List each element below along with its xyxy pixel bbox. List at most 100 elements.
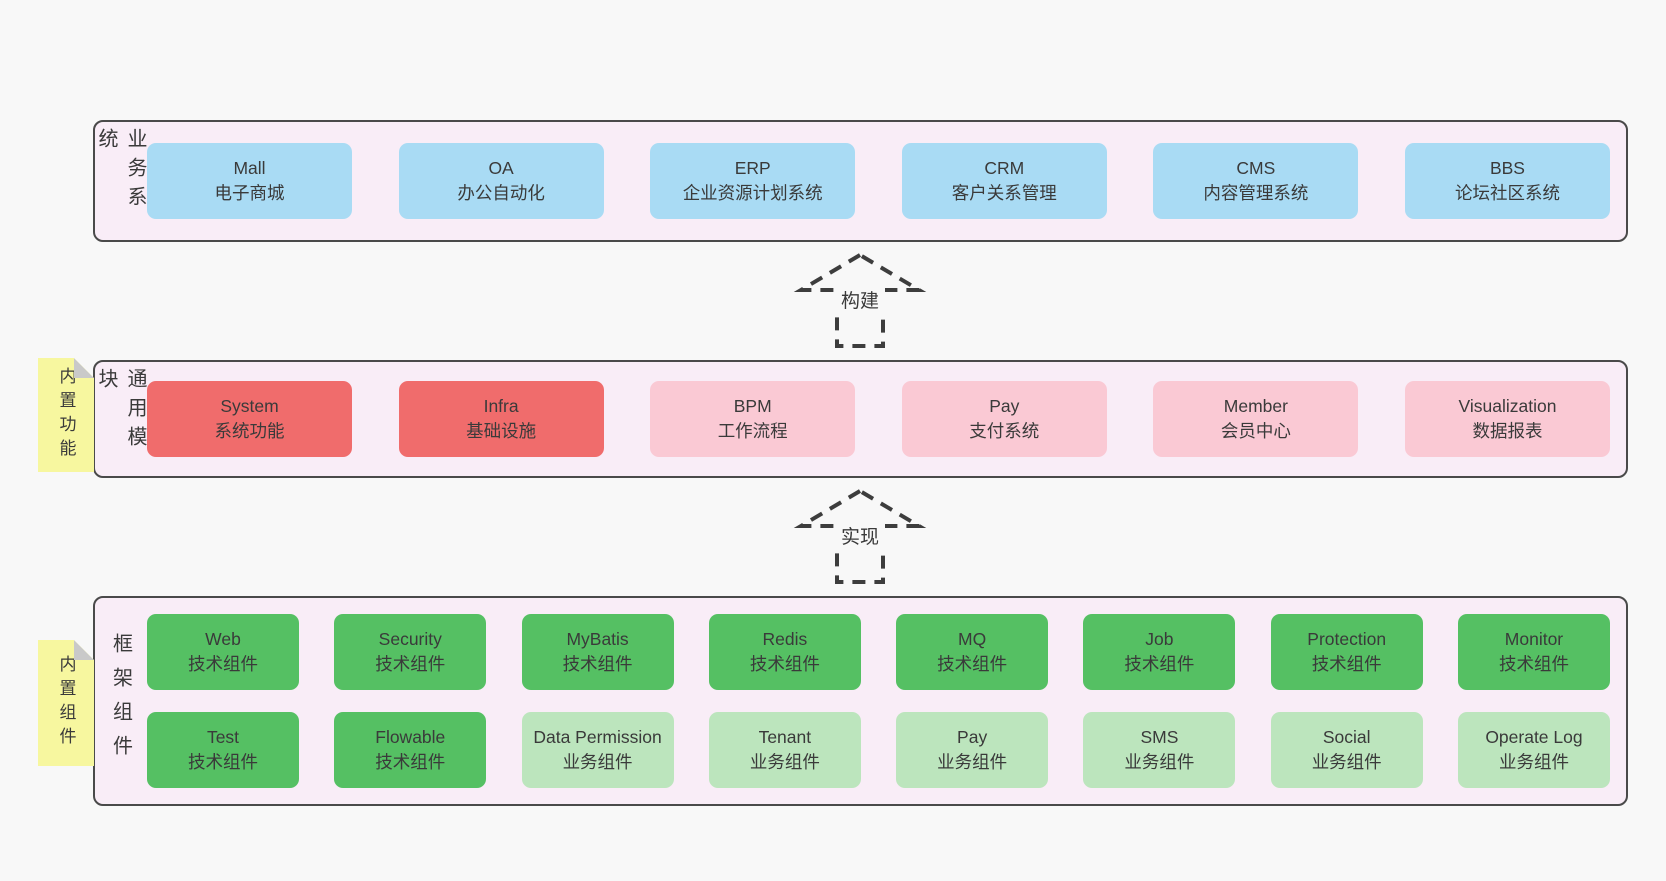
build-arrow: 构建 bbox=[785, 250, 935, 350]
component-box: Monitor 技术组件 bbox=[1457, 614, 1610, 690]
component-box: Member 会员中心 bbox=[1153, 381, 1359, 457]
note-fold-corner-icon bbox=[74, 640, 94, 660]
band-label-framework-components: 框架组件 bbox=[109, 633, 132, 769]
component-subtitle: 支付系统 bbox=[969, 421, 1040, 441]
component-box: CMS 内容管理系统 bbox=[1153, 143, 1359, 219]
sticky-note-built-in-features: 内置功能 bbox=[38, 358, 94, 472]
component-box: Data Permission 业务组件 bbox=[521, 712, 674, 788]
component-subtitle: 办公自动化 bbox=[457, 183, 545, 203]
component-title: Pay bbox=[989, 396, 1020, 416]
band-common-modules: 内置功能 通用模块 System 系统功能 Infra 基础设施 BPM 工作流… bbox=[93, 360, 1628, 478]
component-title: Infra bbox=[483, 396, 519, 416]
component-subtitle: 技术组件 bbox=[375, 752, 446, 772]
component-subtitle: 业务组件 bbox=[749, 752, 820, 772]
component-title: Member bbox=[1223, 396, 1288, 416]
build-arrow-label: 构建 bbox=[841, 290, 879, 312]
implement-arrow-label: 实现 bbox=[841, 526, 879, 548]
component-box: MQ 技术组件 bbox=[896, 614, 1049, 690]
component-title: Security bbox=[378, 629, 442, 649]
dashed-up-arrow-icon: 构建 bbox=[793, 252, 927, 348]
component-subtitle: 内容管理系统 bbox=[1203, 183, 1309, 203]
band-business-systems: 业务系统 Mall 电子商城 OA 办公自动化 ERP 企业资源计划系统 CRM… bbox=[93, 120, 1628, 242]
sticky-note-text: 内置组件 bbox=[56, 655, 76, 751]
component-box: Test 技术组件 bbox=[147, 712, 299, 788]
component-box: Pay 支付系统 bbox=[901, 381, 1107, 457]
component-title: System bbox=[220, 396, 279, 416]
component-subtitle: 工作流程 bbox=[717, 421, 788, 441]
component-subtitle: 技术组件 bbox=[562, 654, 633, 674]
component-title: Pay bbox=[957, 727, 988, 747]
component-title: Tenant bbox=[758, 727, 812, 747]
common-modules-row: System 系统功能 Infra 基础设施 BPM 工作流程 Pay 支付系统… bbox=[147, 381, 1610, 457]
component-title: SMS bbox=[1140, 727, 1179, 747]
component-title: Protection bbox=[1307, 629, 1387, 649]
component-box: ERP 企业资源计划系统 bbox=[650, 143, 856, 219]
component-box: Security 技术组件 bbox=[334, 614, 487, 690]
component-subtitle: 基础设施 bbox=[466, 421, 537, 441]
component-title: Social bbox=[1322, 727, 1371, 747]
component-subtitle: 企业资源计划系统 bbox=[682, 183, 823, 203]
component-subtitle: 系统功能 bbox=[214, 421, 285, 441]
component-box: CRM 客户关系管理 bbox=[901, 143, 1107, 219]
component-subtitle: 业务组件 bbox=[562, 752, 633, 772]
band-label-business-systems: 业务系统 bbox=[95, 128, 146, 215]
component-title: Test bbox=[206, 727, 240, 747]
component-title: Web bbox=[205, 629, 241, 649]
component-box: SMS 业务组件 bbox=[1083, 712, 1236, 788]
component-box: Web 技术组件 bbox=[147, 614, 299, 690]
component-title: MQ bbox=[958, 629, 987, 649]
component-box: MyBatis 技术组件 bbox=[521, 614, 674, 690]
component-box: Social 业务组件 bbox=[1270, 712, 1423, 788]
component-title: ERP bbox=[734, 158, 771, 178]
component-title: CMS bbox=[1236, 158, 1276, 178]
component-box: Job 技术组件 bbox=[1083, 614, 1236, 690]
implement-arrow: 实现 bbox=[785, 486, 935, 586]
component-title: Mall bbox=[233, 158, 266, 178]
component-subtitle: 技术组件 bbox=[1124, 654, 1195, 674]
component-title: CRM bbox=[984, 158, 1025, 178]
component-subtitle: 业务组件 bbox=[937, 752, 1008, 772]
component-title: MyBatis bbox=[566, 629, 629, 649]
component-box: Operate Log 业务组件 bbox=[1457, 712, 1610, 788]
business-systems-row: Mall 电子商城 OA 办公自动化 ERP 企业资源计划系统 CRM 客户关系… bbox=[147, 143, 1610, 219]
component-subtitle: 会员中心 bbox=[1220, 421, 1291, 441]
component-box: Protection 技术组件 bbox=[1270, 614, 1423, 690]
component-subtitle: 业务组件 bbox=[1498, 752, 1569, 772]
component-box: Pay 业务组件 bbox=[896, 712, 1049, 788]
component-subtitle: 数据报表 bbox=[1472, 421, 1543, 441]
component-box: Tenant 业务组件 bbox=[708, 712, 861, 788]
component-title: Job bbox=[1145, 629, 1174, 649]
component-subtitle: 技术组件 bbox=[1311, 654, 1382, 674]
component-title: Flowable bbox=[375, 727, 446, 747]
component-subtitle: 技术组件 bbox=[188, 752, 258, 772]
component-title: Redis bbox=[762, 629, 808, 649]
framework-components-row-1: Web 技术组件 Security 技术组件 MyBatis 技术组件 Redi… bbox=[147, 614, 1610, 690]
component-box: OA 办公自动化 bbox=[398, 143, 604, 219]
component-title: BBS bbox=[1489, 158, 1525, 178]
component-subtitle: 业务组件 bbox=[1124, 752, 1195, 772]
component-title: Operate Log bbox=[1485, 727, 1583, 747]
component-box: Redis 技术组件 bbox=[708, 614, 861, 690]
component-subtitle: 技术组件 bbox=[937, 654, 1008, 674]
component-subtitle: 技术组件 bbox=[749, 654, 820, 674]
component-box: Flowable 技术组件 bbox=[334, 712, 487, 788]
component-title: OA bbox=[488, 158, 514, 178]
component-box: Visualization 数据报表 bbox=[1404, 381, 1610, 457]
dashed-up-arrow-icon: 实现 bbox=[793, 488, 927, 584]
band-label-common-modules: 通用模块 bbox=[95, 368, 146, 455]
component-box: System 系统功能 bbox=[147, 381, 352, 457]
component-subtitle: 技术组件 bbox=[1498, 654, 1569, 674]
component-subtitle: 业务组件 bbox=[1311, 752, 1382, 772]
sticky-note-text: 内置功能 bbox=[56, 367, 76, 463]
band-framework-components: 内置组件 框架组件 Web 技术组件 Security 技术组件 MyBatis… bbox=[93, 596, 1628, 806]
framework-components-row-2: Test 技术组件 Flowable 技术组件 Data Permission … bbox=[147, 712, 1610, 788]
component-subtitle: 客户关系管理 bbox=[951, 183, 1057, 203]
component-box: BBS 论坛社区系统 bbox=[1404, 143, 1610, 219]
component-subtitle: 论坛社区系统 bbox=[1454, 183, 1560, 203]
component-title: Data Permission bbox=[533, 727, 662, 747]
component-subtitle: 技术组件 bbox=[375, 654, 446, 674]
component-box: BPM 工作流程 bbox=[650, 381, 856, 457]
component-subtitle: 电子商城 bbox=[214, 183, 285, 203]
component-title: Monitor bbox=[1504, 629, 1564, 649]
note-fold-corner-icon bbox=[74, 358, 94, 378]
